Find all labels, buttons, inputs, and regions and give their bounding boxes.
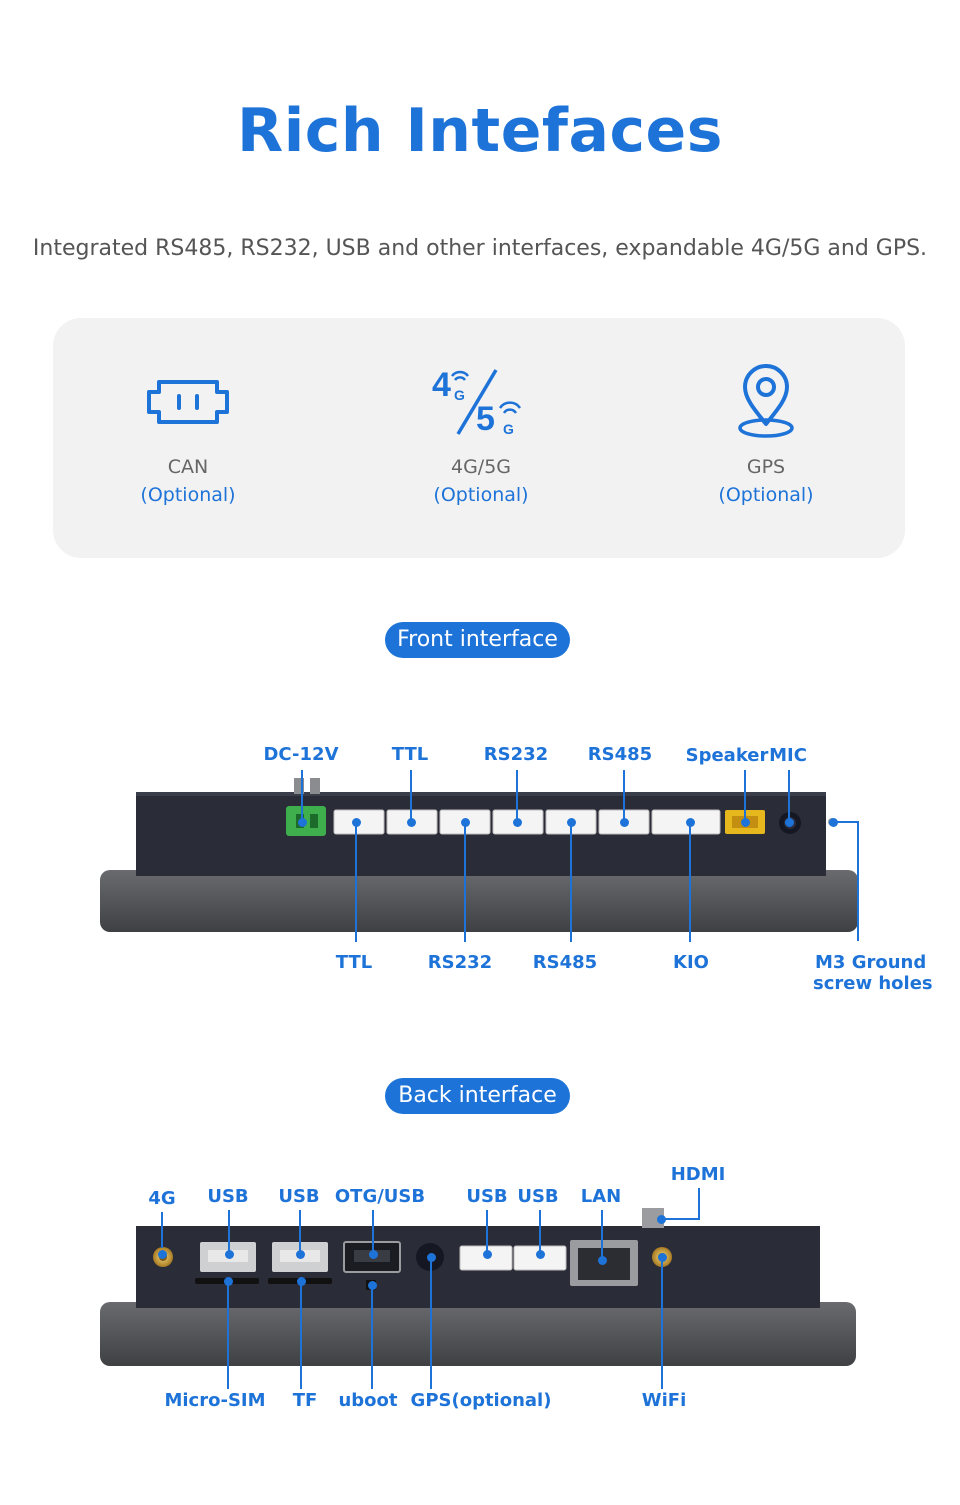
feature-name: 4G/5G	[450, 456, 512, 478]
back-interface-heading: Back interface	[385, 1078, 570, 1114]
page-title: Rich Intefaces	[237, 96, 723, 166]
feature-optional: (Optional)	[433, 484, 529, 506]
label-uboot: uboot	[338, 1390, 398, 1411]
label-mic: MIC	[769, 745, 807, 766]
label-usb-4: USB	[517, 1186, 559, 1207]
label-ttl-top: TTL	[391, 744, 429, 765]
svg-text:4: 4	[432, 366, 451, 404]
label-rs232-top: RS232	[483, 744, 549, 765]
label-speaker: Speaker	[685, 745, 769, 766]
label-otg-usb: OTG/USB	[334, 1186, 426, 1207]
label-usb-2: USB	[278, 1186, 320, 1207]
label-micro-sim: Micro-SIM	[164, 1390, 266, 1411]
page-subtitle: Integrated RS485, RS232, USB and other i…	[32, 236, 928, 261]
optional-features-card: CAN (Optional) 4 G 5 G 4G/5G (Optional)	[53, 318, 905, 558]
feature-name: GPS	[746, 456, 786, 478]
label-m3-ground: M3 Ground	[815, 952, 927, 973]
label-screw-holes: screw holes	[813, 973, 933, 994]
label-hdmi: HDMI	[670, 1164, 726, 1185]
label-ttl-bottom: TTL	[335, 952, 373, 973]
back-interface-diagram: 4G USB USB OTG/USB USB USB LAN HDMI Micr…	[0, 1150, 960, 1430]
label-rs485-bottom: RS485	[532, 952, 598, 973]
can-connector-icon	[78, 358, 298, 446]
feature-4g-5g: 4 G 5 G 4G/5G (Optional)	[371, 358, 591, 506]
feature-optional: (Optional)	[718, 484, 814, 506]
label-gps-optional: GPS(optional)	[410, 1390, 552, 1411]
feature-name: CAN	[167, 456, 209, 478]
label-tf: TF	[292, 1390, 318, 1411]
label-usb-1: USB	[207, 1186, 249, 1207]
label-rs485-top: RS485	[587, 744, 653, 765]
feature-can: CAN (Optional)	[78, 358, 298, 506]
label-4g: 4G	[148, 1188, 176, 1209]
location-pin-icon	[656, 358, 876, 446]
svg-text:G: G	[454, 387, 465, 403]
svg-text:G: G	[503, 421, 514, 437]
label-rs232-bottom: RS232	[427, 952, 493, 973]
label-lan: LAN	[580, 1186, 622, 1207]
label-kio: KIO	[673, 952, 709, 973]
label-usb-3: USB	[466, 1186, 508, 1207]
feature-gps: GPS (Optional)	[656, 358, 876, 506]
svg-text:5: 5	[476, 400, 495, 438]
4g-5g-signal-icon: 4 G 5 G	[371, 358, 591, 446]
label-dc-12v: DC-12V	[263, 744, 339, 765]
back-device-image	[100, 1208, 856, 1366]
front-interface-heading: Front interface	[385, 622, 570, 658]
front-interface-diagram: DC-12V TTL RS232 RS485 Speaker MIC TTL R…	[0, 730, 960, 1020]
label-wifi: WiFi	[641, 1390, 687, 1411]
feature-optional: (Optional)	[140, 484, 236, 506]
